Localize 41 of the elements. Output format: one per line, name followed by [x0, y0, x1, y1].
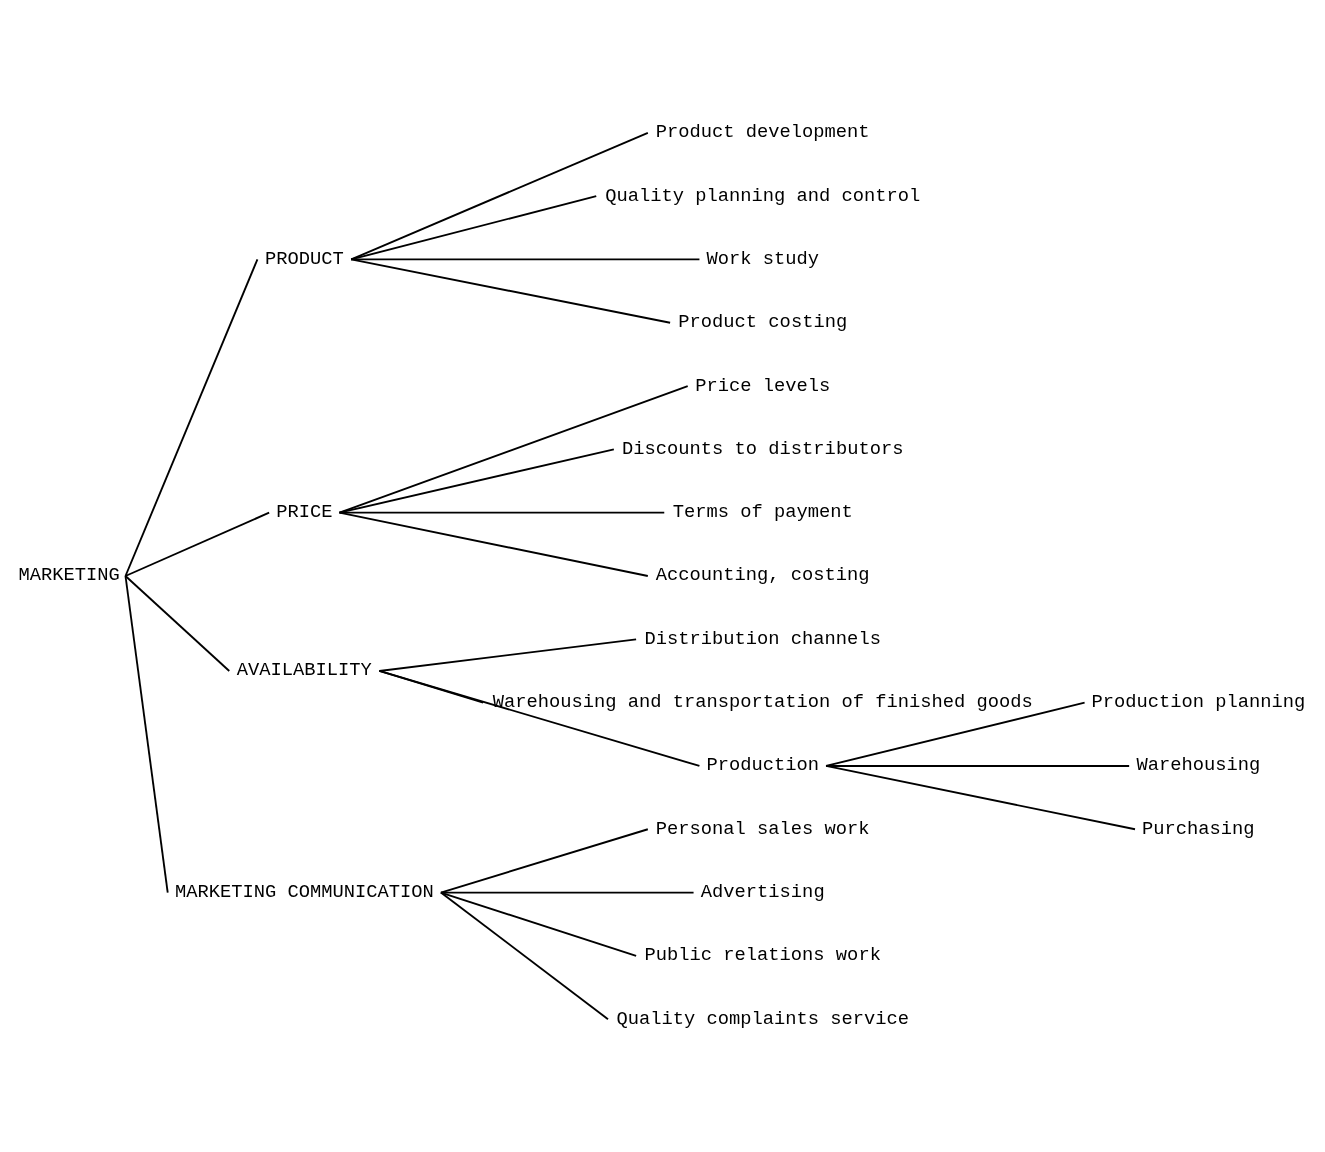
connector	[439, 891, 638, 957]
connector	[124, 258, 259, 577]
node-text: AVAILABILITY	[236, 659, 372, 682]
node-text: Public relations work	[644, 944, 881, 967]
node-text: Production planning	[1091, 691, 1306, 714]
node-text: Production	[706, 754, 820, 777]
connector	[124, 575, 231, 672]
connector	[439, 828, 649, 894]
node-text: Product development	[655, 121, 870, 144]
connector	[825, 701, 1086, 767]
node-text: Distribution channels	[644, 627, 881, 650]
node-text: Price levels	[695, 374, 831, 397]
connector	[338, 511, 649, 577]
node-text: Quality complaints service	[616, 1007, 910, 1030]
connector	[124, 511, 271, 577]
node-text: Quality planning and control	[605, 184, 921, 207]
connector	[350, 258, 672, 324]
connector	[338, 511, 666, 514]
node-text: Warehousing and transportation of finished goods	[492, 691, 1033, 714]
connector	[825, 765, 1136, 831]
node-text: MARKETING	[18, 564, 120, 587]
node-text: MARKETING COMMUNICATION	[174, 881, 434, 904]
connector	[338, 385, 689, 514]
connector	[378, 670, 701, 767]
node-text: Personal sales work	[655, 817, 870, 840]
node-text: Purchasing	[1142, 817, 1255, 840]
node-text: PRICE	[276, 501, 333, 524]
node-text: Terms of payment	[672, 501, 853, 524]
node-text: Product costing	[678, 311, 848, 334]
node-text: Work study	[706, 247, 820, 270]
connector	[124, 575, 169, 894]
connector	[350, 258, 701, 261]
node-text: Discounts to distributors	[622, 437, 904, 460]
connector	[338, 448, 615, 514]
node-text: PRODUCT	[264, 247, 344, 270]
node-text: Accounting, costing	[655, 564, 870, 587]
connector	[439, 891, 609, 1021]
node-text: Advertising	[700, 881, 825, 904]
connector	[378, 638, 638, 672]
node-text: Warehousing	[1136, 754, 1261, 777]
connector	[350, 131, 649, 261]
